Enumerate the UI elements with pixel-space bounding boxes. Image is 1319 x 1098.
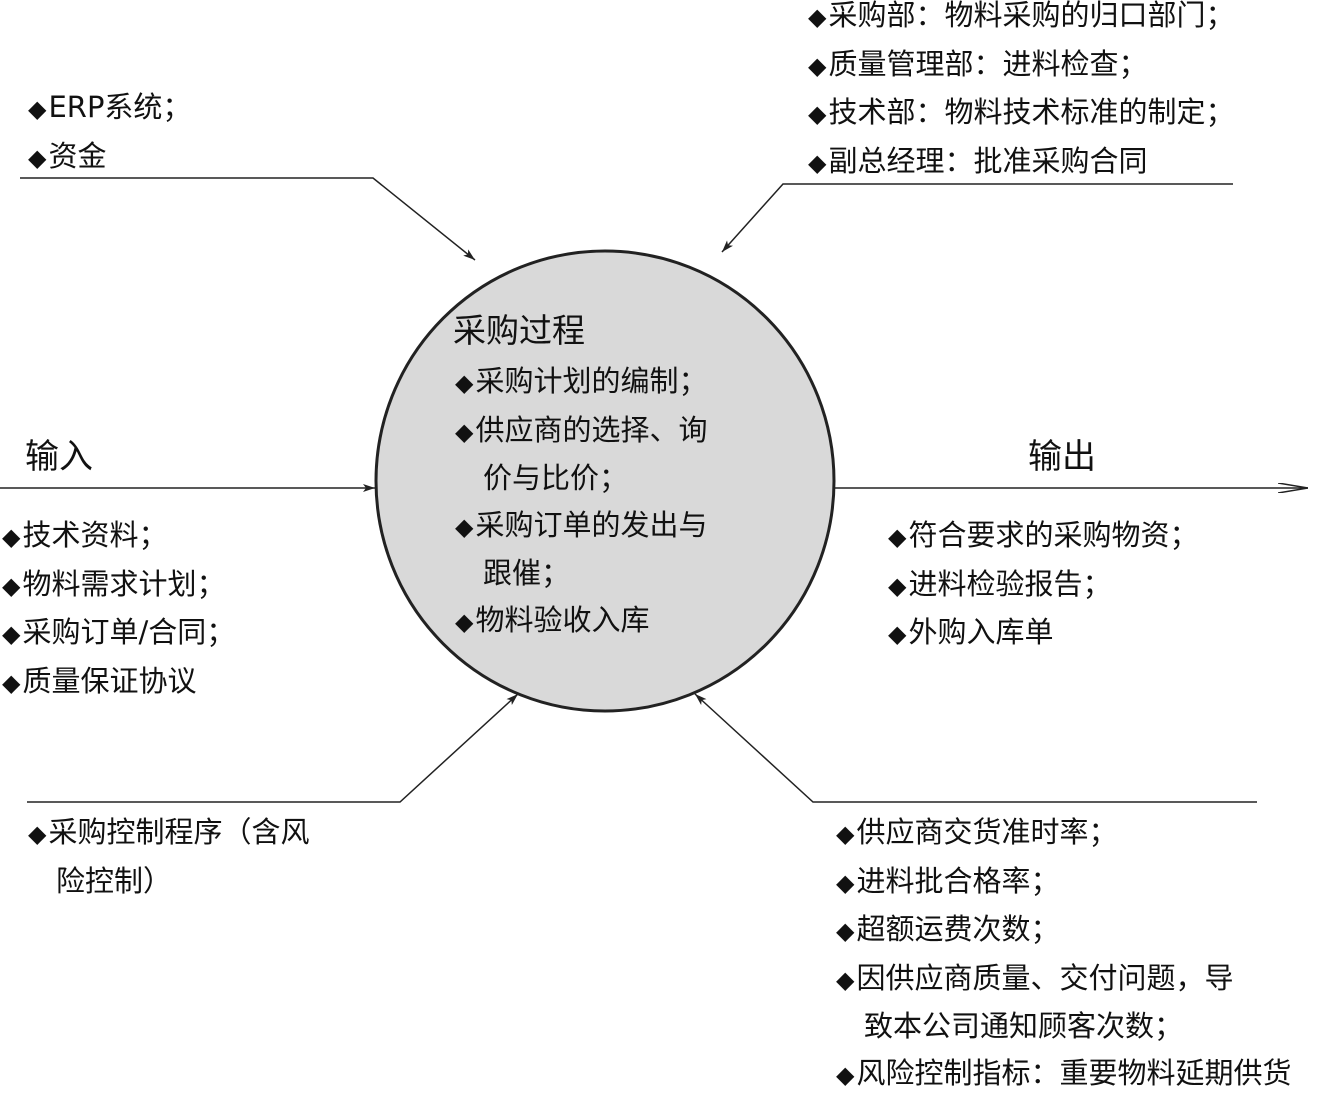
procedure-item-continued: 险控制）: [28, 858, 309, 905]
process-title: 采购过程: [453, 311, 585, 351]
responsibility-item: 质量管理部：进料检查；: [808, 41, 1234, 90]
metric-item-continued: 致本公司通知顾客次数；: [836, 1003, 1291, 1050]
metrics-arrow: [695, 694, 1257, 802]
resources-list: ERP系统； 资金: [28, 84, 191, 181]
input-item: 物料需求计划；: [2, 561, 235, 610]
process-item: 供应商的选择、询: [455, 407, 707, 456]
output-item: 进料检验报告；: [888, 561, 1198, 610]
process-item-continued: 跟催；: [455, 550, 707, 597]
process-item: 物料验收入库: [455, 597, 707, 646]
input-item: 采购订单/合同；: [2, 609, 235, 658]
process-item: 采购计划的编制；: [455, 358, 707, 407]
resource-item: ERP系统；: [28, 84, 191, 133]
procedure-item: 采购控制程序（含风: [28, 809, 309, 858]
procedures-arrow: [27, 694, 518, 802]
output-list: 符合要求的采购物资； 进料检验报告； 外购入库单: [888, 512, 1198, 658]
metric-item: 供应商交货准时率；: [836, 809, 1291, 858]
resources-arrow: [20, 178, 475, 260]
process-activities: 采购计划的编制； 供应商的选择、询 价与比价； 采购订单的发出与 跟催； 物料验…: [455, 358, 707, 645]
input-list: 技术资料； 物料需求计划； 采购订单/合同； 质量保证协议: [2, 512, 235, 706]
metric-item: 进料批合格率；: [836, 858, 1291, 907]
responsibility-item: 技术部：物料技术标准的制定；: [808, 89, 1234, 138]
output-item: 外购入库单: [888, 609, 1198, 658]
metric-item: 超额运费次数；: [836, 906, 1291, 955]
procedures-list: 采购控制程序（含风 险控制）: [28, 809, 309, 904]
metric-item: 因供应商质量、交付问题，导: [836, 955, 1291, 1004]
process-item-continued: 价与比价；: [455, 455, 707, 502]
process-item: 采购订单的发出与: [455, 502, 707, 551]
input-label: 输入: [25, 437, 93, 477]
responsibilities-list: 采购部：物料采购的归口部门； 质量管理部：进料检查； 技术部：物料技术标准的制定…: [808, 0, 1234, 186]
resource-item: 资金: [28, 133, 191, 182]
responsibility-item: 副总经理：批准采购合同: [808, 138, 1234, 187]
input-item: 技术资料；: [2, 512, 235, 561]
output-label: 输出: [1028, 437, 1096, 477]
metrics-list: 供应商交货准时率； 进料批合格率； 超额运费次数； 因供应商质量、交付问题，导 …: [836, 809, 1291, 1098]
input-item: 质量保证协议: [2, 658, 235, 707]
responsibility-item: 采购部：物料采购的归口部门；: [808, 0, 1234, 41]
responsibilities-arrow: [722, 184, 1233, 252]
metric-item: 风险控制指标：重要物料延期供货: [836, 1050, 1291, 1098]
output-item: 符合要求的采购物资；: [888, 512, 1198, 561]
